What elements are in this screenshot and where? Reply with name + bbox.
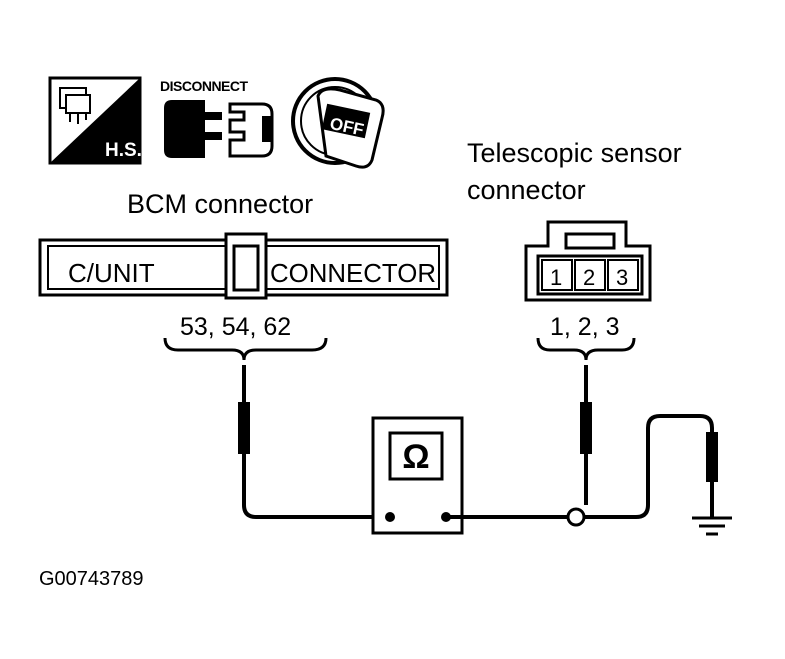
telescopic-probe-lead <box>446 365 718 527</box>
telescopic-connector: 1 2 3 <box>524 220 652 302</box>
harness-service-icon: H.S. <box>48 76 142 165</box>
telescopic-pin-brace <box>536 337 636 361</box>
figure-id: G00743789 <box>39 568 144 590</box>
disconnect-connector-icon: DISCONNECT <box>160 78 274 158</box>
meter-terminal-left <box>385 512 395 522</box>
telescopic-pin-numbers: 1, 2, 3 <box>550 313 620 341</box>
bcm-connector-label: CONNECTOR <box>270 258 436 288</box>
ohm-symbol: Ω <box>402 438 429 476</box>
terminal-cell <box>607 259 639 291</box>
ignition-off-icon: OFF <box>291 77 385 169</box>
ohmmeter: Ω <box>371 416 464 535</box>
terminal-number: 2 <box>583 265 595 290</box>
ground-symbol <box>692 516 732 536</box>
terminal-cell <box>574 259 606 291</box>
disconnect-label: DISCONNECT <box>160 78 249 94</box>
bcm-connector-title: BCM connector <box>127 189 313 219</box>
bcm-cunit-label: C/UNIT <box>68 258 155 288</box>
probe-junction <box>566 507 586 527</box>
terminal-cell <box>541 259 573 291</box>
terminal-number: 3 <box>616 265 628 290</box>
bcm-pin-numbers: 53, 54, 62 <box>180 313 291 341</box>
bcm-probe-lead <box>238 365 390 519</box>
bcm-connector: C/UNIT CONNECTOR <box>38 232 449 300</box>
telescopic-title-line2: connector <box>467 175 586 205</box>
terminal-number: 1 <box>550 265 562 290</box>
bcm-pin-brace <box>163 337 328 361</box>
hs-label: H.S. <box>105 140 142 161</box>
telescopic-title-line1: Telescopic sensor <box>467 138 682 168</box>
